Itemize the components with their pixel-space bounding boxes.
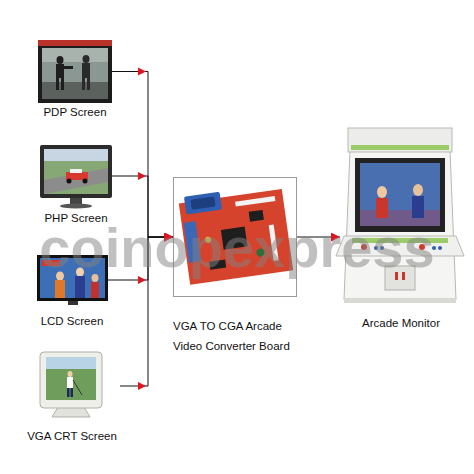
junction-arrow xyxy=(138,172,146,180)
lcd-screen-picture xyxy=(68,301,78,305)
pdp-screen-picture xyxy=(64,66,73,69)
vga-crt-picture xyxy=(40,352,102,408)
arcade-cabinet-picture xyxy=(376,198,388,218)
php-screen-picture xyxy=(70,169,82,173)
converter-board-picture xyxy=(184,192,222,215)
pdp-screen-picture xyxy=(42,48,108,62)
php-screen-picture xyxy=(44,149,108,194)
converter-board-picture xyxy=(190,197,215,210)
device-node: PDP Screen xyxy=(38,40,112,119)
device-label: Arcade Monitor xyxy=(340,316,462,330)
pdp-screen-picture xyxy=(38,40,112,103)
pdp-screen-picture xyxy=(56,78,59,90)
pdp-screen-picture xyxy=(42,82,108,99)
php-screen-picture xyxy=(40,145,112,198)
lcd-screen-picture xyxy=(75,276,85,298)
pdp-screen-picture xyxy=(56,64,64,78)
device-label: LCD Screen xyxy=(37,314,108,328)
connector-arrow xyxy=(112,72,173,238)
arcade-cabinet-picture xyxy=(351,145,449,150)
php-screen-picture xyxy=(44,168,108,194)
arcade-cabinet-picture xyxy=(412,196,424,218)
pdp-screen-picture xyxy=(42,48,108,99)
lcd-screen-picture xyxy=(91,282,99,298)
vga-crt-picture xyxy=(46,357,96,369)
pdp-screen-picture xyxy=(87,78,90,90)
device-label: PDP Screen xyxy=(38,105,112,119)
php-screen-picture xyxy=(60,204,92,209)
picture-area xyxy=(24,352,120,420)
arcade-cabinet-picture xyxy=(348,128,452,152)
vga-crt-picture xyxy=(68,371,73,377)
pdp-screen-picture xyxy=(82,63,90,78)
arcade-cabinet-picture xyxy=(413,184,423,196)
php-screen-picture xyxy=(67,179,72,184)
watermark: coinopexpress xyxy=(17,218,457,278)
lcd-screen-picture xyxy=(55,280,65,298)
arcade-cabinet-picture xyxy=(377,186,387,198)
device-node: PHP Screen xyxy=(40,145,112,225)
pdp-screen-picture xyxy=(38,40,112,46)
arcade-cabinet-picture xyxy=(344,298,456,303)
pdp-screen-picture xyxy=(83,55,90,63)
junction-arrow xyxy=(138,382,146,390)
php-screen-picture xyxy=(44,149,108,161)
device-label: VGA CRT Screen xyxy=(24,429,120,443)
pdp-screen-picture xyxy=(57,56,64,64)
php-screen-picture xyxy=(40,145,112,209)
pdp-screen-picture xyxy=(82,78,85,90)
converter-board-picture xyxy=(235,196,275,207)
vga-crt-picture xyxy=(71,388,74,397)
php-screen-picture xyxy=(70,197,82,204)
picture-area xyxy=(40,145,112,207)
php-screen-picture xyxy=(83,179,88,184)
vga-crt-picture xyxy=(67,377,73,388)
arcade-cabinet-picture xyxy=(438,246,442,250)
arcade-cabinet-picture xyxy=(360,163,440,226)
pdp-screen-picture xyxy=(38,40,112,103)
device-node: VGA CRT Screen xyxy=(24,352,120,443)
vga-crt-picture xyxy=(67,388,70,397)
vga-crt-picture xyxy=(40,352,102,417)
vga-crt-picture xyxy=(73,380,82,395)
pdp-screen-picture xyxy=(61,78,64,90)
picture-area xyxy=(38,40,112,103)
board-label: VGA TO CGA Arcade Video Converter Board xyxy=(173,316,297,356)
junction-arrow xyxy=(138,68,146,76)
vga-crt-picture xyxy=(46,357,96,400)
